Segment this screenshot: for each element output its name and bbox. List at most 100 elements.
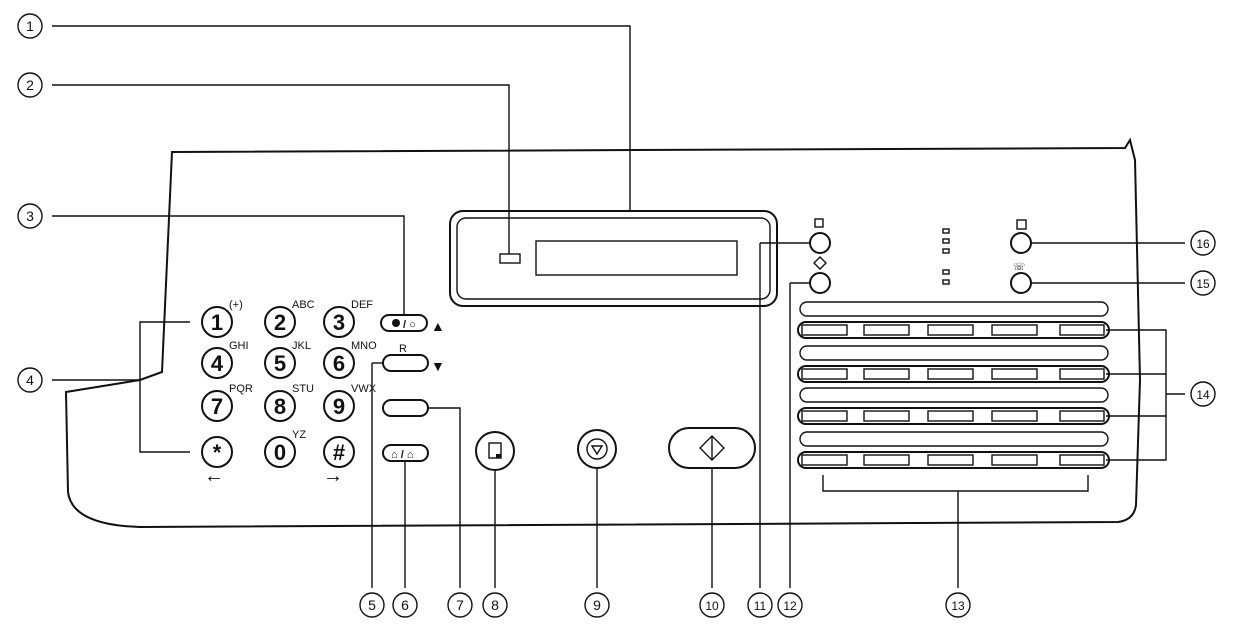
one-touch-key[interactable] <box>991 410 1038 422</box>
one-touch-key[interactable] <box>1059 368 1105 380</box>
leader-lines <box>52 25 1185 588</box>
callout-13: 13 <box>945 592 971 618</box>
one-touch-key[interactable] <box>927 324 974 336</box>
one-touch-key[interactable] <box>801 454 848 466</box>
one-touch-key[interactable] <box>927 454 974 466</box>
resolution-icon <box>814 218 824 228</box>
hook-button[interactable]: ⌂ / ⌂ <box>382 444 429 462</box>
callout-2: 2 <box>17 72 43 98</box>
speaker-button[interactable] <box>1010 272 1032 294</box>
mode-button[interactable] <box>809 272 831 294</box>
keypad-letters: JKL <box>292 340 311 352</box>
one-touch-key[interactable] <box>1059 410 1105 422</box>
one-touch-key[interactable] <box>991 324 1038 336</box>
svg-text:⌂ / ⌂: ⌂ / ⌂ <box>391 449 413 461</box>
keypad-letters: MNO <box>351 340 377 352</box>
callout-number: 7 <box>456 597 464 613</box>
callout-14: 14 <box>1190 381 1216 407</box>
one-touch-key[interactable] <box>927 410 974 422</box>
keypad-letters: VWX <box>351 383 377 395</box>
callout-5: 5 <box>359 592 385 618</box>
callout-15: 15 <box>1190 270 1216 296</box>
callout-number: 5 <box>368 597 376 613</box>
one-touch-key[interactable] <box>863 454 910 466</box>
callout-16: 16 <box>1190 230 1216 256</box>
copy-button[interactable] <box>475 431 515 471</box>
keypad-digit: * <box>213 440 222 465</box>
one-touch-row <box>797 301 1110 339</box>
display-screen <box>535 240 738 276</box>
keypad-letters: STU <box>292 383 314 395</box>
keypad-letters: YZ <box>292 429 306 441</box>
one-touch-row <box>797 431 1110 469</box>
one-touch-key[interactable] <box>991 454 1038 466</box>
label-strip <box>799 345 1109 361</box>
callout-number: 10 <box>705 599 719 613</box>
one-touch-key[interactable] <box>927 368 974 380</box>
keypad-key[interactable]: 7 PQR <box>201 383 253 422</box>
one-touch-row <box>797 387 1110 425</box>
one-touch-key[interactable] <box>801 410 848 422</box>
one-touch-area <box>797 301 1110 469</box>
callout-number: 3 <box>26 208 34 224</box>
callout-number: 6 <box>401 597 409 613</box>
keypad-digit: 5 <box>274 351 286 376</box>
phone-icon: ☏ <box>1013 262 1026 273</box>
keypad-key[interactable]: # <box>323 436 355 468</box>
resolution-button[interactable] <box>809 232 831 254</box>
start-small-icon <box>813 256 827 270</box>
grid-icon <box>1016 219 1027 230</box>
keypad-digit: 2 <box>274 310 286 335</box>
one-touch-key[interactable] <box>863 324 910 336</box>
one-touch-key[interactable] <box>801 368 848 380</box>
keypad-key[interactable]: 1(+) <box>201 299 243 338</box>
tone-pulse-button[interactable]: / ○ <box>380 314 428 332</box>
callout-number: 13 <box>951 599 965 613</box>
one-touch-key[interactable] <box>1059 454 1105 466</box>
keypad-letters: GHI <box>229 340 249 352</box>
left-arrow-icon: ← <box>204 465 224 487</box>
keypad-key[interactable]: 5 JKL <box>264 340 311 379</box>
callout-number: 8 <box>491 597 499 613</box>
callout-7: 7 <box>447 592 473 618</box>
one-touch-key[interactable] <box>863 368 910 380</box>
start-button[interactable] <box>668 427 756 469</box>
stop-button[interactable] <box>577 429 617 469</box>
svg-text:/ ○: / ○ <box>403 319 416 331</box>
callout-number: 4 <box>26 372 34 388</box>
callout-1: 1 <box>17 13 43 39</box>
keypad-digit: # <box>333 440 345 465</box>
function-button-7[interactable] <box>382 399 429 417</box>
keypad-key[interactable]: 0YZ <box>264 429 306 468</box>
callout-number: 15 <box>1196 277 1210 291</box>
indicator-leds <box>942 228 950 285</box>
keypad-digit: 9 <box>333 394 345 419</box>
redial-button[interactable] <box>382 354 429 372</box>
callout-number: 12 <box>783 599 797 613</box>
callout-3: 3 <box>17 203 43 229</box>
keypad-letters: DEF <box>351 299 373 311</box>
function-button-16[interactable] <box>1010 232 1032 254</box>
display-indicator <box>499 253 521 264</box>
panel-outline <box>64 137 1142 529</box>
keypad-key[interactable]: * <box>201 436 233 468</box>
callout-6: 6 <box>392 592 418 618</box>
keypad-letters: PQR <box>229 383 253 395</box>
display-bezel-inner <box>456 217 771 300</box>
keypad-digit: 7 <box>211 394 223 419</box>
keypad-letters: (+) <box>229 299 243 311</box>
one-touch-key[interactable] <box>1059 324 1105 336</box>
one-touch-key[interactable] <box>991 368 1038 380</box>
label-strip <box>799 301 1109 317</box>
one-touch-key[interactable] <box>863 410 910 422</box>
keypad-key[interactable]: 9 VWX <box>323 383 377 422</box>
one-touch-key[interactable] <box>801 324 848 336</box>
